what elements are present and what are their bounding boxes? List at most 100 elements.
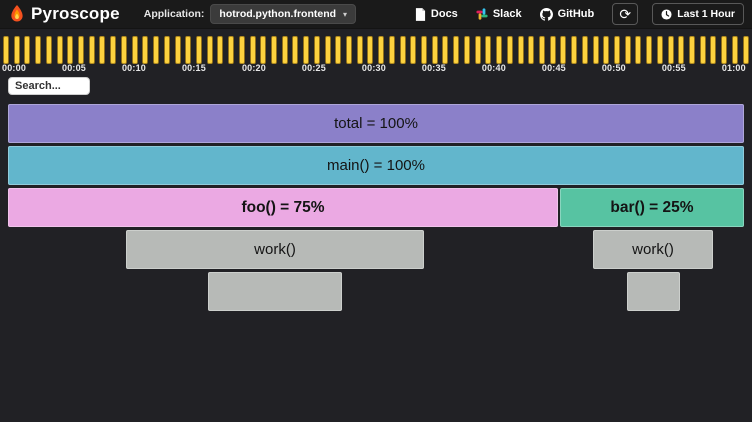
application-select: Application: hotrod.python.frontend ▾ bbox=[143, 4, 357, 24]
flame-node-total[interactable]: total = 100% bbox=[8, 104, 744, 143]
nav-link-github[interactable]: GitHub bbox=[539, 7, 595, 21]
timeline-bar bbox=[538, 36, 545, 64]
timeline-bar bbox=[35, 36, 42, 64]
timeline-tick-label: 00:50 bbox=[601, 63, 626, 73]
timeline-bar bbox=[560, 36, 567, 64]
time-range-label: Last 1 Hour bbox=[677, 8, 735, 20]
timeline-tick-label: 00:30 bbox=[361, 63, 386, 73]
timeline-bar bbox=[742, 36, 749, 64]
timeline-tick-label: 00:55 bbox=[661, 63, 686, 73]
timeline-bar bbox=[313, 36, 320, 64]
timeline-bar bbox=[378, 36, 385, 64]
timeline-bar bbox=[442, 36, 449, 64]
flame-node-work-right[interactable]: work() bbox=[593, 230, 713, 269]
timeline-bar bbox=[195, 36, 202, 64]
timeline-bar bbox=[303, 36, 310, 64]
timeline-bar bbox=[99, 36, 106, 64]
timeline-bar bbox=[613, 36, 620, 64]
timeline-bar bbox=[335, 36, 342, 64]
flame-node-sub-left[interactable] bbox=[208, 272, 342, 311]
timeline-bar bbox=[635, 36, 642, 64]
timeline-bar bbox=[592, 36, 599, 64]
timeline-bar bbox=[678, 36, 685, 64]
timeline-bar bbox=[281, 36, 288, 64]
timeline-bar bbox=[45, 36, 52, 64]
timeline-tick-label: 00:05 bbox=[61, 63, 87, 73]
timeline-bar bbox=[571, 36, 578, 64]
timeline-bar bbox=[238, 36, 245, 64]
timeline-tick-label: 00:40 bbox=[481, 63, 506, 73]
timeline-bar bbox=[88, 36, 95, 64]
timeline-bar bbox=[710, 36, 717, 64]
timeline-bar bbox=[142, 36, 149, 64]
timeline-bar bbox=[388, 36, 395, 64]
timeline-bar bbox=[228, 36, 235, 64]
timeline-bar bbox=[421, 36, 428, 64]
timeline-bar bbox=[453, 36, 460, 64]
timeline-bar bbox=[721, 36, 728, 64]
search-input[interactable] bbox=[8, 77, 90, 95]
clock-icon bbox=[661, 8, 672, 20]
timeline-tick-label: 01:00 bbox=[721, 63, 746, 73]
flame-node-sub-right[interactable] bbox=[627, 272, 680, 311]
timeline-bar bbox=[185, 36, 192, 64]
timeline-bar bbox=[356, 36, 363, 64]
application-label: Application: bbox=[143, 8, 205, 20]
chevron-down-icon: ▾ bbox=[343, 9, 348, 19]
github-icon bbox=[539, 7, 553, 21]
timeline-bar bbox=[13, 36, 20, 64]
timeline-chart[interactable] bbox=[3, 36, 749, 64]
timeline-bar bbox=[463, 36, 470, 64]
timeline-bar bbox=[431, 36, 438, 64]
timeline-bar bbox=[485, 36, 492, 64]
navbar: Pyroscope Application: hotrod.python.fro… bbox=[0, 0, 752, 29]
timeline-bar bbox=[324, 36, 331, 64]
application-dropdown-value: hotrod.python.frontend bbox=[219, 8, 337, 20]
timeline-bar bbox=[292, 36, 299, 64]
timeline-bar bbox=[153, 36, 160, 64]
flame-logo-icon bbox=[8, 4, 26, 24]
slack-icon bbox=[476, 8, 488, 20]
timeline-tick-label: 00:10 bbox=[121, 63, 146, 73]
timeline-bar bbox=[549, 36, 556, 64]
timeline-bar bbox=[217, 36, 224, 64]
application-dropdown[interactable]: hotrod.python.frontend ▾ bbox=[210, 4, 357, 24]
timeline-tick-label: 00:45 bbox=[541, 63, 566, 73]
nav-link-docs[interactable]: Docs bbox=[415, 7, 458, 21]
timeline-bar bbox=[667, 36, 674, 64]
timeline-bar bbox=[624, 36, 631, 64]
timeline-bar bbox=[174, 36, 181, 64]
timeline-bar bbox=[249, 36, 256, 64]
timeline-bar bbox=[731, 36, 738, 64]
flame-node-main[interactable]: main() = 100% bbox=[8, 146, 744, 185]
flame-node-work-left[interactable]: work() bbox=[126, 230, 424, 269]
docs-icon bbox=[415, 7, 426, 21]
timeline-tick-label: 00:35 bbox=[421, 63, 446, 73]
time-range-button[interactable]: Last 1 Hour bbox=[652, 3, 744, 25]
timeline-bar bbox=[260, 36, 267, 64]
timeline-bar bbox=[110, 36, 117, 64]
nav-link-label: Docs bbox=[430, 8, 458, 20]
timeline-bar bbox=[346, 36, 352, 64]
timeline-bar bbox=[410, 36, 417, 64]
brand: Pyroscope bbox=[8, 4, 120, 24]
flame-node-bar[interactable]: bar() = 25% bbox=[560, 188, 744, 227]
timeline-bar bbox=[474, 36, 481, 64]
timeline-bar bbox=[496, 36, 503, 64]
timeline-bar bbox=[367, 36, 374, 64]
timeline-bar bbox=[399, 36, 406, 64]
timeline-bar bbox=[517, 36, 524, 64]
timeline-bar bbox=[506, 36, 513, 64]
timeline-bar bbox=[206, 36, 213, 64]
timeline-tick-label: 00:00 bbox=[2, 63, 27, 73]
refresh-icon: ⟳ bbox=[619, 5, 632, 22]
flame-node-foo[interactable]: foo() = 75% bbox=[8, 188, 558, 227]
timeline-bar bbox=[270, 36, 277, 64]
nav-link-label: GitHub bbox=[557, 8, 595, 20]
refresh-button[interactable]: ⟳ bbox=[612, 3, 639, 25]
nav-link-slack[interactable]: Slack bbox=[476, 8, 522, 20]
timeline-bar bbox=[3, 36, 9, 64]
timeline-bar bbox=[131, 36, 138, 64]
timeline-bar bbox=[603, 36, 610, 64]
